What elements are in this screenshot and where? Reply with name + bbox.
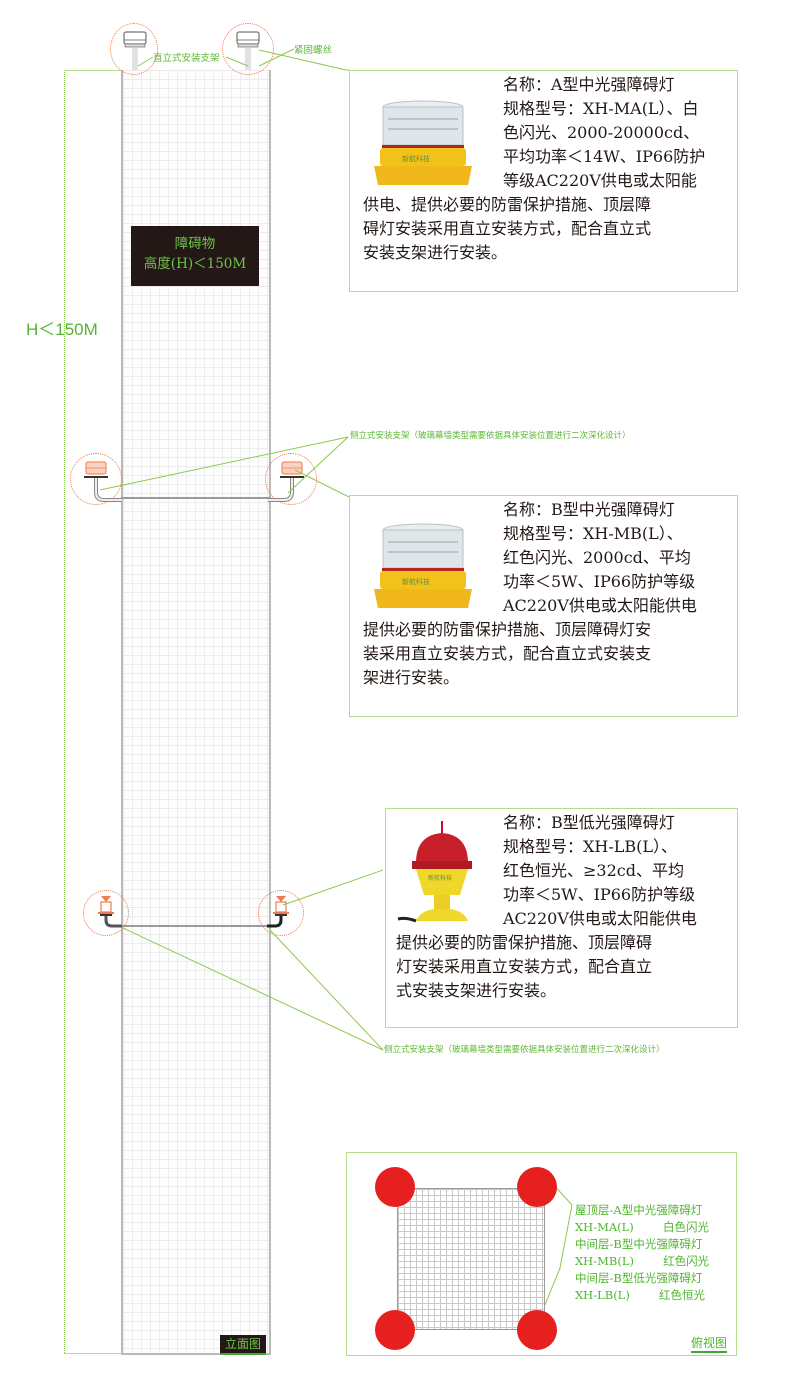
b-type-low-spec-line: 红色恒光、≥32cd、平均 [503,861,684,880]
product-card-b-type-medium: 新航科技 名称：B型中光强障碍灯 规格型号：XH-MB(L）、 红色闪光、200… [349,495,738,717]
top-right-light-circle [222,23,274,75]
top-left-light-circle [110,23,158,75]
plan-legend-middle-low-model: XH-LB(L) 红色恒光 [575,1288,706,1302]
dimension-top-tick [64,70,122,71]
lower-left-light-circle [83,890,129,936]
plan-light-bottom-left [375,1310,415,1350]
b-type-low-name: 名称：B型低光强障碍灯 [503,813,675,832]
b-type-low-spec-full: 提供必要的防雷保护措施、顶层障碍 灯安装采用直立安装方式，配合直立 式安装支架进… [396,931,652,1003]
b-type-low-spec-line: AC220V供电或太阳能供电 [503,909,697,928]
lower-left-light-icon [98,896,122,928]
height-dimension-line [64,70,65,1353]
lower-floor-slab [121,925,271,927]
height-dimension-label: H＜150M [26,320,98,339]
a-type-spec-line: 平均功率＜14W、IP66防护 [503,147,706,166]
b-type-low-spec-right: 名称：B型低光强障碍灯 规格型号：XH-LB(L）、 红色恒光、≥32cd、平均… [503,811,697,931]
plan-view-panel [346,1152,737,1356]
b-type-medium-spec-full: 提供必要的防雷保护措施、顶层障碍灯安 装采用直立安装方式，配合直立式安装支 架进… [363,618,651,690]
middle-right-light-circle [265,453,317,505]
top-right-light-icon [236,31,260,70]
dimension-bottom-tick [64,1353,122,1354]
svg-text:新航科技: 新航科技 [402,577,430,586]
product-card-a-type-medium: 新航科技 名称：A型中光强障碍灯 规格型号：XH-MA(L）、白 色闪光、200… [349,70,738,292]
obstacle-height: 高度(H)＜150M [143,256,247,272]
plan-light-top-left [375,1167,415,1207]
plan-light-top-right [517,1167,557,1207]
plan-light-bottom-right [517,1310,557,1350]
b-type-low-spec-line: 式安装支架进行安装。 [396,981,557,1000]
plan-view-label: 俯视图 [691,1334,728,1353]
lower-right-light-circle [258,890,304,936]
b-type-medium-spec-line: 提供必要的防雷保护措施、顶层障碍灯安 [363,620,652,639]
b-type-medium-spec-line: 装采用直立安装方式，配合直立式安装支 [363,644,652,663]
a-type-spec-line: 供电、提供必要的防雷保护措施、顶层障 [363,195,652,214]
plan-legend-middle-low-type: 中间层-B型低光强障碍灯 [575,1271,703,1285]
middle-left-light-icon [84,461,122,502]
b-type-medium-spec-line: 规格型号：XH-MB(L）、 [503,524,683,543]
b-type-low-spec-line: 规格型号：XH-LB(L）、 [503,837,678,856]
plan-legend-middle-medium-model: XH-MB(L) 红色闪光 [575,1254,710,1268]
middle-left-light-circle [70,453,122,505]
b-type-low-spec-line: 提供必要的防雷保护措施、顶层障碍 [396,933,653,952]
b-type-medium-spec-line: AC220V供电或太阳能供电 [503,596,697,615]
a-type-spec-right: 名称：A型中光强障碍灯 规格型号：XH-MA(L）、白 色闪光、2000-200… [503,73,705,193]
b-type-medium-name: 名称：B型中光强障碍灯 [503,500,675,519]
plan-legend-middle-medium-type: 中间层-B型中光强障碍灯 [575,1237,703,1251]
a-type-spec-line: 规格型号：XH-MA(L）、白 [503,99,699,118]
b-type-medium-spec-right: 名称：B型中光强障碍灯 规格型号：XH-MB(L）、 红色闪光、2000cd、平… [503,498,697,618]
a-type-spec-line: 色闪光、2000-20000cd、 [503,123,700,142]
plan-legend-roof-type: 屋顶层-A型中光强障碍灯 [575,1203,703,1217]
a-type-spec-line: 等级AC220V供电或太阳能 [503,171,697,190]
a-type-spec-line: 安装支架进行安装。 [363,243,508,262]
middle-right-light-icon [268,461,304,502]
plan-legend-roof-model: XH-MA(L) 白色闪光 [575,1220,710,1234]
b-type-low-spec-line: 功率＜5W、IP66防护等级 [503,885,696,904]
product-card-b-type-low: 新航科技 名称：B型低光强障碍灯 规格型号：XH-LB(L）、 红色恒光、≥32… [385,808,738,1028]
b-type-medium-spec-line: 红色闪光、2000cd、平均 [503,548,691,567]
b-type-medium-light-image: 新航科技 [374,523,472,608]
middle-floor-slab [121,497,271,499]
side-bracket-callout-lower: 侧立式安装支架（玻璃幕墙类型需要依据具体安装位置进行二次深化设计） [384,1045,665,1055]
svg-text:新航科技: 新航科技 [428,874,452,882]
a-type-spec-line: 碍灯安装采用直立安装方式，配合直立式 [363,219,652,238]
a-type-light-image: 新航科技 [374,100,472,185]
plan-view-roof-grid [397,1188,545,1330]
top-bracket-callout: 直立式安装支架 [153,53,220,64]
b-type-low-light-image: 新航科技 [397,821,472,923]
b-type-medium-spec-line: 架进行安装。 [363,668,460,687]
obstacle-title: 障碍物 [174,236,216,252]
b-type-low-spec-line: 灯安装采用直立安装方式，配合直立 [396,957,653,976]
svg-text:新航科技: 新航科技 [402,154,430,163]
lower-right-light-icon [267,896,289,928]
a-type-spec-full: 供电、提供必要的防雷保护措施、顶层障 碍灯安装采用直立安装方式，配合直立式 安装… [363,193,651,265]
obstacle-height-label: 障碍物 高度(H)＜150M [131,226,259,286]
side-bracket-callout-middle: 侧立式安装支架（玻璃幕墙类型需要依据具体安装位置进行二次深化设计） [350,431,631,441]
top-left-light-icon [123,31,147,70]
fastening-bolt-callout: 紧固螺丝 [294,45,333,56]
a-type-name: 名称：A型中光强障碍灯 [503,75,675,94]
elevation-view-label: 立面图 [220,1335,266,1355]
b-type-medium-spec-line: 功率＜5W、IP66防护等级 [503,572,696,591]
